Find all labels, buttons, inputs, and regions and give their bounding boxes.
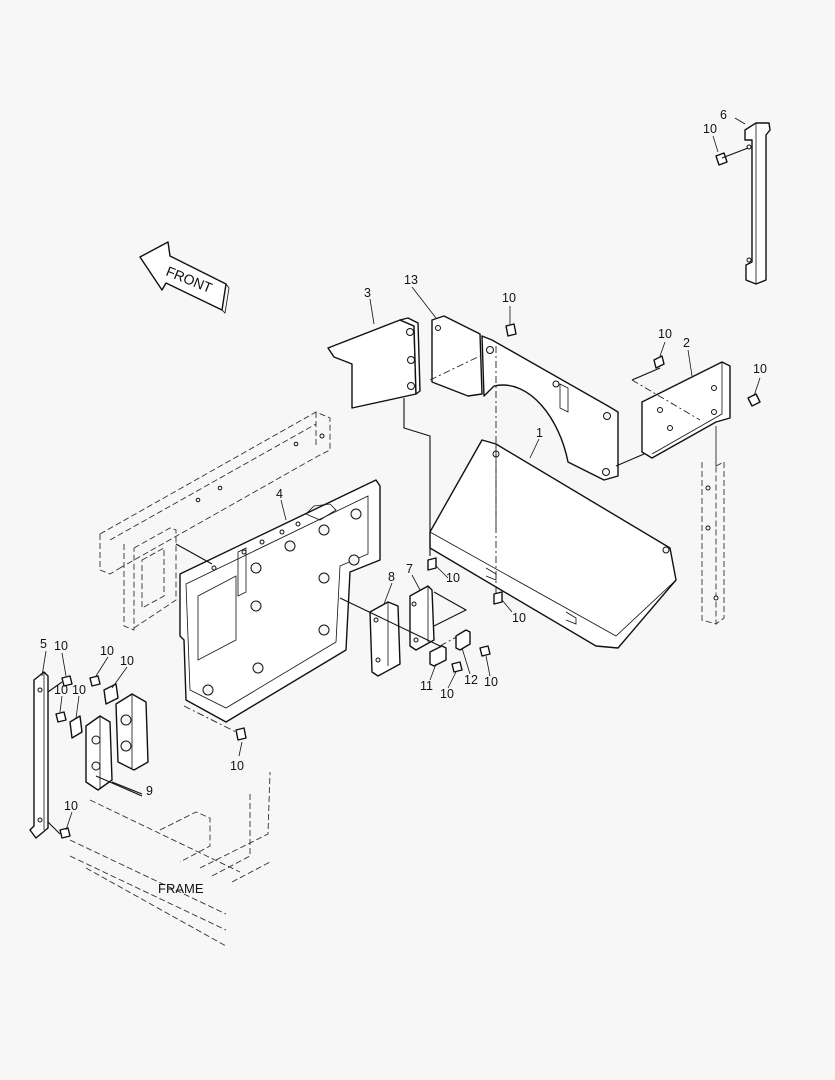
part-8-plate [369, 601, 401, 677]
part-4-side-plate [179, 479, 381, 723]
dashed-guide-part2 [615, 367, 701, 467]
guides-parts-7-8 [339, 591, 468, 647]
callout-11: 10 [512, 611, 526, 625]
part-10-clip-upper [103, 683, 119, 705]
phantom-vertical-post [701, 426, 725, 625]
dashed-guide-part4 [175, 543, 241, 735]
part-3-bracket [327, 317, 421, 409]
frame-label: FRAME [158, 881, 204, 896]
callout-10: 10 [120, 654, 134, 668]
callout-11: 10 [100, 644, 114, 658]
bolts-11-left [55, 675, 101, 839]
front-direction-arrow: FRONT [139, 241, 230, 314]
part-12-clip-right [455, 629, 471, 651]
callout-12: 12 [464, 673, 478, 687]
callout-8: 8 [388, 570, 395, 584]
leader-lines [41, 117, 761, 831]
callout-11: 10 [54, 683, 68, 697]
callout-3: 3 [364, 286, 371, 300]
part-12-clip-left [429, 645, 447, 667]
part-13-baffle-plate [431, 315, 619, 481]
callout-10: 10 [72, 683, 86, 697]
part-9-block-rear [115, 693, 149, 771]
callout-11: 10 [502, 291, 516, 305]
callout-5: 5 [40, 637, 47, 651]
phantom-bottom-frame [69, 771, 271, 947]
callout-11: 10 [753, 362, 767, 376]
bolt-11-part4 [235, 727, 247, 741]
callout-11: 10 [54, 639, 68, 653]
part-6-vertical-plate [744, 122, 771, 285]
callout-11: 10 [64, 799, 78, 813]
callout-11: 10 [440, 687, 454, 701]
callout-11: 10 [484, 675, 498, 689]
bolts-11-center [427, 323, 761, 673]
callout-4: 4 [276, 487, 283, 501]
callout-9: 9 [146, 784, 153, 798]
callout-11: 10 [658, 327, 672, 341]
callout-2: 2 [683, 336, 690, 350]
callout-1: 1 [536, 426, 543, 440]
callout-12: 11 [420, 679, 433, 693]
part-9-block-front [85, 715, 113, 791]
callout-11: 10 [446, 571, 460, 585]
part-10-clip-lower [69, 715, 83, 739]
part-5-vertical-plate [29, 671, 49, 839]
dashed-guides-center [403, 346, 497, 596]
callout-labels: 6 10 3 13 10 10 2 10 1 4 10 10 8 7 11 10… [40, 108, 767, 896]
guides-left-parts [47, 681, 143, 835]
phantom-frame-structure [99, 411, 331, 631]
callout-11: 10 [703, 122, 717, 136]
callout-11: 10 [230, 759, 244, 773]
part-1-tray [429, 439, 677, 649]
part-7-plate [409, 585, 435, 651]
callout-13: 13 [404, 273, 418, 287]
callout-7: 7 [406, 562, 413, 576]
part-2-bracket [641, 361, 731, 459]
bolt-11-part6 [715, 147, 749, 166]
callout-6: 6 [720, 108, 727, 122]
